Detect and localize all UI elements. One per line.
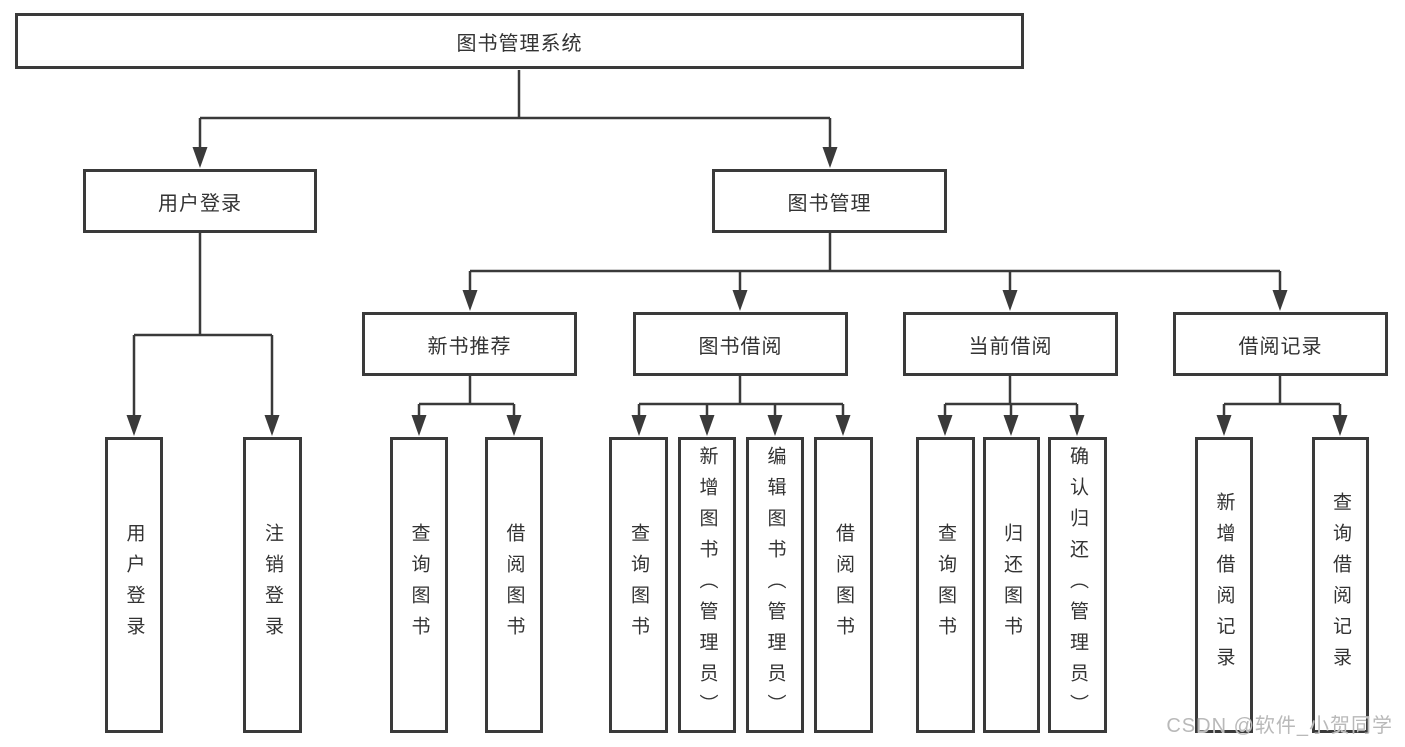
- connector-root-to-level2: [198, 70, 832, 148]
- node-new-book-recommend-label: 新书推荐: [427, 335, 512, 358]
- arrow-down-icon: [1069, 415, 1085, 436]
- node-borrow-records-label: 借阅记录: [1238, 335, 1323, 358]
- arrow-down-icon: [1002, 290, 1018, 311]
- leaf-borrowing-add-book-admin-label: 新增图书（管理员）: [696, 445, 718, 725]
- node-root: 图书管理系统: [15, 13, 1024, 69]
- leaf-logout-label: 注销登录: [262, 523, 283, 647]
- leaf-current-confirm-return-admin: 确认归还（管理员）: [1048, 437, 1107, 733]
- arrow-down-icon: [264, 415, 280, 436]
- connector-newbookrec-to-children: [417, 376, 516, 416]
- leaf-borrowing-add-book-admin: 新增图书（管理员）: [678, 437, 736, 733]
- arrowheads: [126, 147, 1348, 436]
- node-book-borrowing: 图书借阅: [633, 312, 848, 376]
- arrow-down-icon: [631, 415, 647, 436]
- node-user-login-label: 用户登录: [158, 192, 242, 215]
- arrow-down-icon: [506, 415, 522, 436]
- leaf-newrec-query-book: 查询图书: [390, 437, 448, 733]
- leaf-borrowing-edit-book-admin: 编辑图书（管理员）: [746, 437, 804, 733]
- leaf-records-add-record: 新增借阅记录: [1195, 437, 1253, 733]
- arrow-down-icon: [835, 415, 851, 436]
- leaf-newrec-borrow-book: 借阅图书: [485, 437, 543, 733]
- leaf-current-query-book-label: 查询图书: [935, 523, 956, 647]
- arrow-down-icon: [1003, 415, 1019, 436]
- arrow-down-icon: [732, 290, 748, 311]
- leaf-borrowing-query-book-label: 查询图书: [628, 523, 649, 647]
- leaf-current-return-book: 归还图书: [983, 437, 1040, 733]
- arrow-down-icon: [126, 415, 142, 436]
- node-book-management: 图书管理: [712, 169, 947, 233]
- leaf-borrowing-borrow-book-label: 借阅图书: [833, 523, 854, 647]
- connector-borrowrecords-to-children: [1222, 376, 1342, 416]
- leaf-current-return-book-label: 归还图书: [1001, 523, 1022, 647]
- arrow-down-icon: [699, 415, 715, 436]
- node-current-borrowing: 当前借阅: [903, 312, 1118, 376]
- arrow-down-icon: [822, 147, 838, 168]
- connector-bookborrow-to-children: [637, 376, 845, 416]
- leaf-current-confirm-return-admin-label: 确认归还（管理员）: [1067, 445, 1088, 725]
- leaf-logout: 注销登录: [243, 437, 302, 733]
- arrow-down-icon: [1216, 415, 1232, 436]
- leaf-borrowing-borrow-book: 借阅图书: [814, 437, 873, 733]
- arrow-down-icon: [411, 415, 427, 436]
- leaf-records-query-record: 查询借阅记录: [1312, 437, 1369, 733]
- connector-bookmgmt-to-level3: [468, 233, 1282, 291]
- leaf-current-query-book: 查询图书: [916, 437, 975, 733]
- node-current-borrowing-label: 当前借阅: [968, 335, 1053, 358]
- arrow-down-icon: [192, 147, 208, 168]
- leaf-newrec-borrow-book-label: 借阅图书: [503, 523, 525, 647]
- leaf-newrec-query-book-label: 查询图书: [408, 523, 430, 647]
- arrow-down-icon: [937, 415, 953, 436]
- arrow-down-icon: [462, 290, 478, 311]
- csdn-watermark: CSDN @软件_小贺同学: [1166, 715, 1393, 737]
- node-new-book-recommend: 新书推荐: [362, 312, 577, 376]
- node-user-login: 用户登录: [83, 169, 317, 233]
- arrow-down-icon: [1272, 290, 1288, 311]
- leaf-borrowing-edit-book-admin-label: 编辑图书（管理员）: [764, 445, 786, 725]
- leaf-records-add-record-label: 新增借阅记录: [1213, 492, 1235, 678]
- arrow-down-icon: [1332, 415, 1348, 436]
- leaf-user-login: 用户登录: [105, 437, 163, 733]
- node-root-label: 图书管理系统: [456, 32, 583, 55]
- arrow-down-icon: [767, 415, 783, 436]
- connector-userlogin-to-children: [132, 233, 274, 416]
- leaf-records-query-record-label: 查询借阅记录: [1330, 492, 1351, 678]
- leaf-borrowing-query-book: 查询图书: [609, 437, 668, 733]
- node-book-management-label: 图书管理: [787, 192, 872, 215]
- leaf-user-login-label: 用户登录: [123, 523, 145, 647]
- node-book-borrowing-label: 图书借阅: [698, 335, 783, 358]
- connector-currentborrow-to-children: [943, 376, 1079, 416]
- node-borrow-records: 借阅记录: [1173, 312, 1388, 376]
